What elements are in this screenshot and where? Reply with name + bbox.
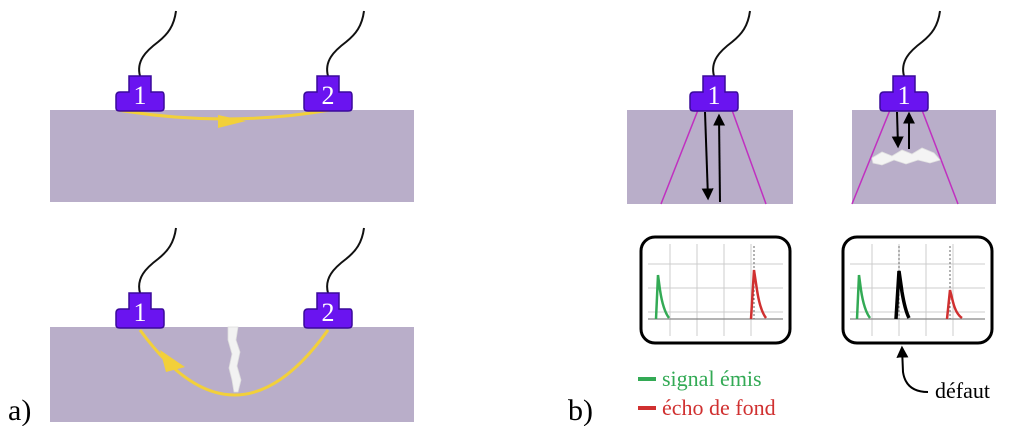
material-block — [50, 110, 414, 202]
beam-edge — [921, 109, 959, 205]
beam-edge — [731, 109, 767, 205]
transducer-probe-icon: 2 — [303, 10, 365, 112]
crack-icon — [227, 326, 242, 393]
legend-label-emitted: signal émis — [662, 366, 762, 391]
panel-label-a: a) — [8, 394, 31, 426]
material-block — [627, 110, 793, 204]
panel-a-bottom-with-crack: 1 2 — [50, 227, 414, 422]
legend: signal émis écho de fond — [638, 366, 776, 420]
probe-label: 1 — [134, 298, 147, 327]
transducer-probe-icon: 1 — [879, 10, 941, 112]
probe-label: 1 — [708, 81, 721, 110]
panel-b: 1 1 — [568, 10, 996, 426]
probe-label: 2 — [322, 81, 335, 110]
beam-edge — [660, 109, 699, 205]
transducer-probe-icon: 1 — [689, 10, 751, 112]
emitted-wave-arrow — [701, 111, 714, 201]
beam-edge — [851, 109, 891, 205]
emitted-wave-arrow — [891, 111, 904, 149]
probe-label: 1 — [898, 81, 911, 110]
transducer-probe-icon: 1 — [115, 10, 177, 112]
defect-label: défaut — [935, 378, 990, 403]
emitted-signal-pulse — [855, 274, 872, 320]
defect-echo-pulse — [894, 270, 911, 320]
probe-label: 1 — [134, 81, 147, 110]
panel-a-top-no-defect: 1 2 — [50, 10, 414, 202]
wave-direction-arrow — [218, 115, 246, 128]
oscilloscope-screen-icon — [841, 235, 994, 345]
oscilloscope-screen-icon — [639, 235, 792, 345]
wave-direction-arrow — [160, 350, 185, 372]
reflected-wave-arrow — [713, 113, 726, 203]
backwall-echo-pulse — [749, 269, 768, 320]
transducer-probe-icon: 2 — [303, 227, 365, 329]
legend-label-backwall: écho de fond — [662, 395, 776, 420]
defect-icon — [871, 147, 941, 166]
panel-label-b: b) — [568, 394, 593, 426]
emitted-signal-pulse — [654, 274, 671, 320]
backwall-echo-pulse — [945, 289, 963, 320]
probe-label: 2 — [322, 298, 335, 327]
panel-b-with-defect: 1 — [851, 10, 996, 205]
transducer-probe-icon: 1 — [115, 227, 177, 329]
panel-b-no-defect: 1 — [627, 10, 793, 205]
panel-a: 1 2 1 2 a) — [8, 10, 414, 426]
defect-pointer-arrow — [896, 345, 929, 393]
